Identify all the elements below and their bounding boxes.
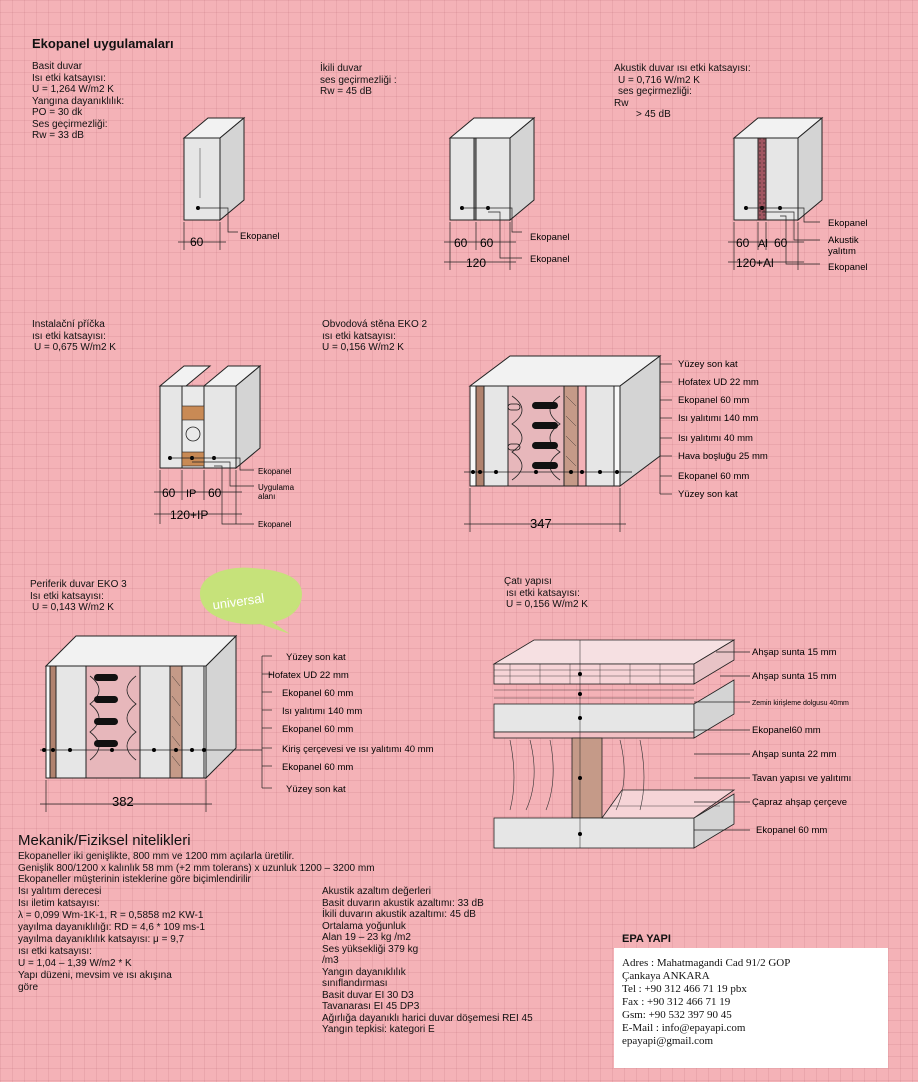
cati-info: Çatı yapısı ısı etki katsayısı: U = 0,15… xyxy=(504,576,588,610)
instalacni-label-2: Uygulama xyxy=(258,483,295,492)
instalacni-dim-60b: 60 xyxy=(208,486,222,500)
universal-badge-text: universal xyxy=(212,590,266,612)
akustik-dim-al: Al xyxy=(758,238,768,250)
mekanik-left: Isı yalıtım derecesi Isı iletim katsayıs… xyxy=(18,886,206,993)
basit-duvar-info: Basit duvar Isı etki katsayısı: U = 1,26… xyxy=(32,61,125,141)
periferik-label-8: Yüzey son kat xyxy=(286,784,346,795)
instalacni-dim-60a: 60 xyxy=(162,486,176,500)
cati-label-2: Ahşap sunta 15 mm xyxy=(752,671,837,682)
periferik-label-7: Ekopanel 60 mm xyxy=(282,762,353,773)
cati-label-5: Ahşap sunta 22 mm xyxy=(752,749,837,760)
obvodova-diagram: 347 Yüzey son kat Hofatex UD 22 mm Ekopa… xyxy=(464,355,768,532)
periferik-info: Periferik duvar EKO 3 Isı etki katsayısı… xyxy=(30,579,127,613)
obvodova-label-5: Isı yalıtımı 40 mm xyxy=(678,433,753,444)
obvodova-dim: 347 xyxy=(530,516,552,531)
akustik-label-1: Ekopanel xyxy=(828,218,868,229)
mekanik-right: Akustik azaltım değerleri Basit duvarın … xyxy=(322,886,533,1035)
periferik-label-5: Ekopanel 60 mm xyxy=(282,724,353,735)
periferik-label-2: Hofatex UD 22 mm xyxy=(268,670,349,681)
obvodova-label-4: Isı yalıtımı 140 mm xyxy=(678,413,758,424)
akustik-duvar-diagram: 60 Al 60 120+Al Ekopanel Akustik yalıtım… xyxy=(728,116,868,273)
periferik-label-1: Yüzey son kat xyxy=(286,652,346,663)
cati-label-3: Zemin kirişleme dolgusu 40mm xyxy=(752,700,849,707)
company-name: EPA YAPI xyxy=(622,933,671,945)
akustik-dim-60b: 60 xyxy=(774,236,788,250)
contact-email-link[interactable]: E-Mail : info@epayapi.com xyxy=(622,1022,746,1034)
instalacni-dim-total: 120+IP xyxy=(170,508,208,522)
obvodova-label-6: Hava boşluğu 25 mm xyxy=(678,451,768,462)
ikili-label-2: Ekopanel xyxy=(530,254,570,265)
obvodova-label-3: Ekopanel 60 mm xyxy=(678,395,749,406)
basit-dim-60: 60 xyxy=(190,235,204,249)
obvodova-label-2: Hofatex UD 22 mm xyxy=(678,377,759,388)
akustik-duvar-info: Akustik duvar ısı etki katsayısı: U = 0,… xyxy=(614,63,751,120)
instalacni-label-1: Ekopanel xyxy=(258,467,292,476)
instalacni-info: Instalační příčka ısı etki katsayısı: U … xyxy=(32,319,116,353)
cati-label-8: Ekopanel 60 mm xyxy=(756,825,827,836)
mekanik-title: Mekanik/Fiziksel nitelikleri xyxy=(18,832,191,849)
periferik-dim: 382 xyxy=(112,794,134,809)
ikili-dim-120: 120 xyxy=(466,256,486,270)
periferik-label-3: Ekopanel 60 mm xyxy=(282,688,353,699)
contact-gsm: Gsm: +90 532 397 90 45 xyxy=(622,1009,732,1021)
ikili-dim-60b: 60 xyxy=(480,236,494,250)
instalacni-dim-ip: IP xyxy=(186,488,196,500)
page-title: Ekopanel uygulamaları xyxy=(32,36,174,51)
cati-label-7: Çapraz ahşap çerçeve xyxy=(752,797,847,808)
periferik-diagram: 382 Yüzey son kat Hofatex UD 22 mm Ekopa… xyxy=(40,634,434,812)
instalacni-diagram: 60 IP 60 120+IP Ekopanel Uygulama alanı … xyxy=(154,364,295,529)
contact-tel: Tel : +90 312 466 71 19 pbx xyxy=(622,983,747,995)
cati-label-4: Ekopanel60 mm xyxy=(752,725,821,736)
obvodova-label-7: Ekopanel 60 mm xyxy=(678,471,749,482)
cati-label-6: Tavan yapısı ve yalıtımı xyxy=(752,773,851,784)
instalacni-label-3: alanı xyxy=(258,492,275,501)
ikili-dim-60a: 60 xyxy=(454,236,468,250)
contact-city: Çankaya ANKARA xyxy=(622,970,710,982)
periferik-label-4: Isı yalıtımı 140 mm xyxy=(282,706,362,717)
ikili-label-1: Ekopanel xyxy=(530,232,570,243)
basit-label-ekopanel: Ekopanel xyxy=(240,231,280,242)
universal-badge: universal xyxy=(200,567,302,634)
contact-address: Adres : Mahatmagandi Cad 91/2 GOP xyxy=(622,957,791,969)
obvodova-info: Obvodová stěna EKO 2 ısı etki katsayısı:… xyxy=(322,319,428,353)
contact-box: Adres : Mahatmagandi Cad 91/2 GOP Çankay… xyxy=(614,948,888,1068)
cati-label-1: Ahşap sunta 15 mm xyxy=(752,647,837,658)
akustik-label-4: Ekopanel xyxy=(828,262,868,273)
contact-fax: Fax : +90 312 466 71 19 xyxy=(622,996,731,1008)
ikili-duvar-diagram: 60 60 120 Ekopanel Ekopanel xyxy=(444,116,570,270)
instalacni-label-4: Ekopanel xyxy=(258,520,292,529)
ikili-duvar-info: İkili duvar ses geçirmezliği : Rw = 45 d… xyxy=(320,63,397,97)
contact-email-alt-link[interactable]: epayapi@gmail.com xyxy=(622,1035,714,1047)
mekanik-intro: Ekopaneller iki genişlikte, 800 mm ve 12… xyxy=(18,851,375,885)
akustik-label-3: yalıtım xyxy=(828,246,856,257)
obvodova-label-8: Yüzey son kat xyxy=(678,489,738,500)
obvodova-label-1: Yüzey son kat xyxy=(678,359,738,370)
cati-diagram: Ahşap sunta 15 mm Ahşap sunta 15 mm Zemi… xyxy=(492,639,851,849)
akustik-dim-60a: 60 xyxy=(736,236,750,250)
akustik-dim-total: 120+Al xyxy=(736,256,774,270)
periferik-label-6: Kiriş çerçevesi ve ısı yalıtımı 40 mm xyxy=(282,744,434,755)
akustik-label-2: Akustik xyxy=(828,235,859,246)
basit-duvar-diagram: 60 Ekopanel xyxy=(178,116,280,250)
